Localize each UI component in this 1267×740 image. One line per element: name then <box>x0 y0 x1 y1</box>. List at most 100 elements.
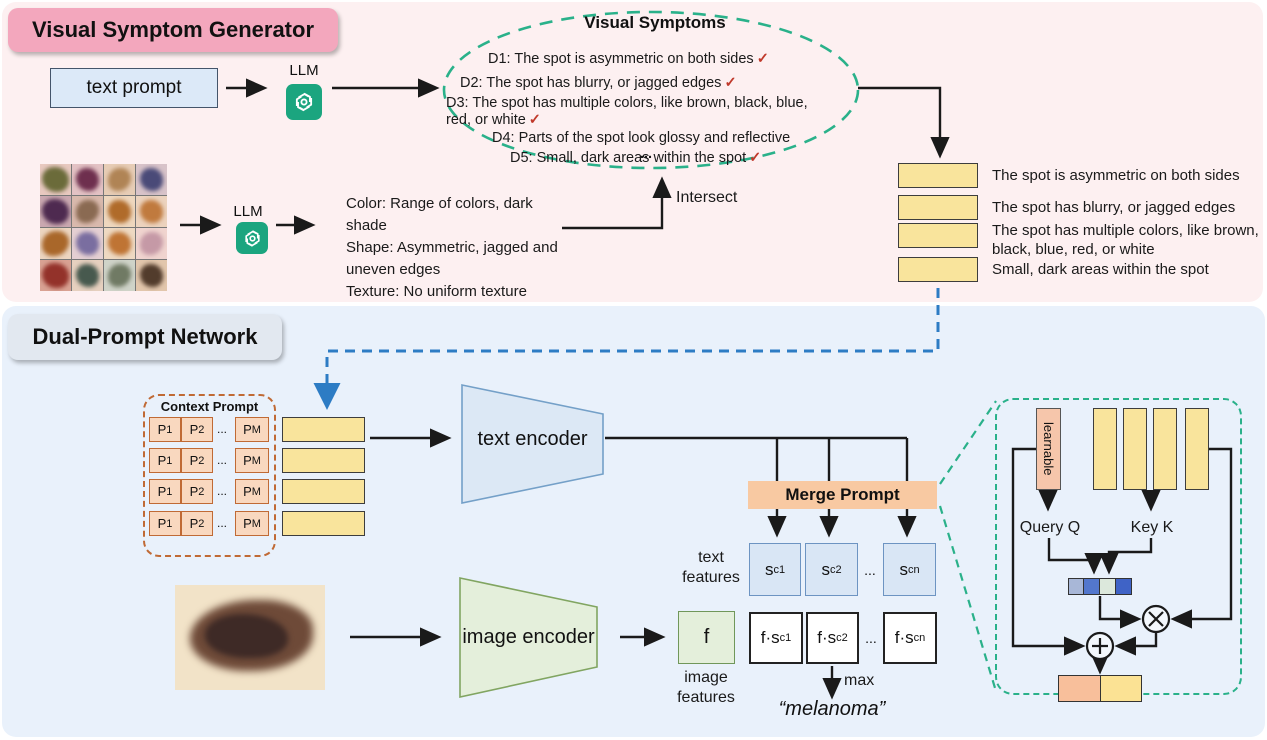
prompt-token-box <box>282 511 365 536</box>
image-encoder-shape <box>459 577 598 698</box>
symptom-token-bar <box>1093 408 1117 490</box>
lesion-thumbnail <box>72 196 103 227</box>
operator-circles <box>1085 604 1171 661</box>
symptom-token-bar <box>1123 408 1147 490</box>
llm1-label: LLM <box>289 62 319 79</box>
bottom-arrows <box>350 428 917 700</box>
symptom-token-box <box>898 195 978 220</box>
query-lesion-image <box>175 585 325 690</box>
llm-attributes-text: Color: Range of colors, dark shade Shape… <box>346 195 558 300</box>
merged-output-symptom-part <box>1100 676 1141 701</box>
lesion-thumbnail <box>136 228 167 259</box>
attention-weight-segment <box>1100 578 1116 595</box>
symptom-d4: D4: Parts of the spot look glossy and re… <box>492 130 791 146</box>
merge-prompt-box: Merge Prompt <box>748 481 937 509</box>
lesion-thumbnail <box>72 164 103 195</box>
symptom-token-bar <box>1185 408 1209 490</box>
openai-knot-glyph <box>244 229 260 247</box>
symptom-token-box <box>898 223 978 248</box>
check-icon: ✓ <box>724 75 737 91</box>
lesion-thumbnail <box>136 196 167 227</box>
text-features-label: text features <box>682 549 740 586</box>
attention-weight-segment <box>1116 578 1132 595</box>
max-label: max <box>844 672 875 689</box>
symptom-token-box <box>898 257 978 282</box>
visual-symptoms-ellipse <box>442 10 860 170</box>
check-icon: ✓ <box>749 150 762 166</box>
prompt-token-box <box>282 479 365 504</box>
text-encoder-label: text encoder <box>477 428 588 450</box>
merged-output-learnable-part <box>1059 676 1100 701</box>
image-features-label: image features <box>677 669 735 706</box>
text-feature-dots: ... <box>864 562 876 578</box>
intersect-label: Intersect <box>676 189 738 206</box>
context-token-dots: ... <box>217 422 228 436</box>
context-token-dots: ... <box>217 453 228 467</box>
lesion-thumbnail <box>40 228 71 259</box>
lesion-thumbnail <box>104 164 135 195</box>
visual-symptoms-title: Visual Symptoms <box>584 13 726 32</box>
symptom-output-1: The spot is asymmetric on both sides <box>992 167 1240 184</box>
image-encoder-label: image encoder <box>462 626 595 648</box>
check-icon: ✓ <box>528 112 541 128</box>
attention-wiring <box>1011 447 1233 675</box>
prediction-label: “melanoma” <box>778 698 886 720</box>
symptom-token-box <box>898 163 978 188</box>
symptom-output-2: The spot has blurry, or jagged edges <box>992 199 1236 216</box>
prompt-token-box <box>282 417 365 442</box>
context-prompt-group <box>143 394 276 557</box>
generator-title: Visual Symptom Generator <box>31 17 314 42</box>
openai-knot-glyph <box>295 92 313 112</box>
symptom-to-network-connector <box>313 288 940 410</box>
context-prompt-title: Context Prompt <box>160 399 259 414</box>
context-token-dots: ... <box>217 484 228 498</box>
lesion-thumbnail <box>72 228 103 259</box>
generator-title-badge: Visual Symptom Generator <box>8 8 338 52</box>
symptom-d1: D1: The spot is asymmetric on both sides… <box>488 51 769 67</box>
lesion-thumbnail <box>72 260 103 291</box>
key-label: Key K <box>1130 519 1174 536</box>
merged-prompt-output-box <box>1058 675 1142 702</box>
lesion-thumbnail <box>136 164 167 195</box>
openai-llm-icon <box>286 84 322 120</box>
openai-llm-icon <box>236 222 268 254</box>
symptom-d5: D5: Small, dark areas within the spot✓ <box>510 150 762 166</box>
attention-weight-segment <box>1084 578 1100 595</box>
text-prompt-label: text prompt <box>86 77 182 98</box>
symptom-token-bar <box>1153 408 1177 490</box>
symptom-output-4: Small, dark areas within the spot <box>992 261 1209 278</box>
text-encoder-shape <box>461 384 604 504</box>
lesion-thumbnail <box>40 164 71 195</box>
symptom-d2: D2: The spot has blurry, or jagged edges… <box>460 75 737 91</box>
network-title: Dual-Prompt Network <box>32 324 258 349</box>
reference-image-grid <box>40 164 167 291</box>
image-feature-box: f <box>678 611 735 664</box>
learnable-token-box: learnable <box>1036 408 1061 490</box>
check-icon: ✓ <box>756 51 769 67</box>
attention-weights-bar <box>1068 578 1132 595</box>
llm2-label: LLM <box>233 203 263 220</box>
lesion-thumbnail <box>104 260 135 291</box>
attention-weight-segment <box>1068 578 1084 595</box>
query-label: Query Q <box>1019 519 1081 536</box>
lesion-thumbnail <box>104 196 135 227</box>
symptoms-ellipsis: ... <box>640 146 653 162</box>
context-token-dots: ... <box>217 516 228 530</box>
